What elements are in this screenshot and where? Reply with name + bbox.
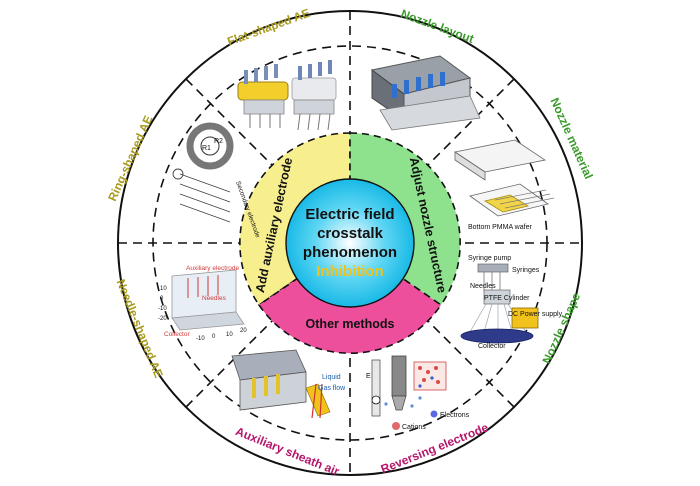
center-line-4: Inhibition (316, 263, 383, 280)
sheath-liquid-label: Liquid (322, 374, 341, 381)
shape-dc-label: DC Power supply (508, 311, 563, 318)
sheath-gas-label: Gas flow (318, 385, 346, 392)
center-line-2: crosstalk (317, 225, 384, 242)
center-line-3: phenomenon (303, 244, 397, 261)
needle-tick-3: -10 (158, 306, 167, 312)
shape-ptfe-label: PTFE Cylinder (484, 295, 530, 302)
nozzle-shape-illustration: Syringe pump Syringes Needles PTFE Cylin… (460, 255, 563, 350)
nozzle-layout-illustration (370, 55, 481, 131)
shape-syringe-pump-label: Syringe pump (468, 255, 511, 262)
shape-needles-label: Needles (470, 283, 496, 290)
needle-needles-label: Needles (202, 295, 227, 302)
center-circle (285, 178, 415, 308)
reversing-illustration: E Cations Electrons (366, 355, 470, 431)
sector-other-methods (257, 276, 443, 354)
needle-tick-1: 10 (160, 286, 167, 292)
needle-tick-5: -10 (196, 336, 205, 342)
nozzle-material-illustration: Bottom PMMA wafer (453, 139, 555, 231)
rev-e-label: E (366, 373, 371, 380)
material-wafer-label: Bottom PMMA wafer (468, 224, 532, 231)
label-other-methods: Other methods (306, 317, 395, 331)
center-line-1: Electric field (305, 206, 394, 223)
needle-shaped-illustration: Auxiliary electrode Needles Collector 10… (158, 265, 247, 342)
electron-legend-dot (430, 410, 438, 418)
needle-tick-8: 20 (240, 328, 247, 334)
needle-aux-label: Auxiliary electrode (186, 265, 239, 272)
rev-electrons-label: Electrons (440, 412, 470, 419)
spoke-lines (118, 11, 582, 475)
needle-tick-4: -20 (158, 316, 167, 322)
shape-collector-label: Collector (478, 343, 506, 350)
ring-r2-label: R2 (214, 138, 223, 145)
needle-tick-6: 0 (212, 334, 216, 340)
ring-r1-label: R1 (202, 145, 211, 152)
shape-syringes-label: Syringes (512, 267, 540, 274)
needle-tick-7: 10 (226, 332, 233, 338)
needle-collector-label: Collector (164, 331, 190, 338)
rev-cations-label: Cations (402, 424, 426, 431)
flat-shaped-illustration (237, 60, 337, 131)
sheath-air-illustration: Liquid Gas flow (231, 349, 346, 419)
cation-legend-dot (392, 422, 400, 430)
needle-tick-2: 0 (160, 296, 164, 302)
